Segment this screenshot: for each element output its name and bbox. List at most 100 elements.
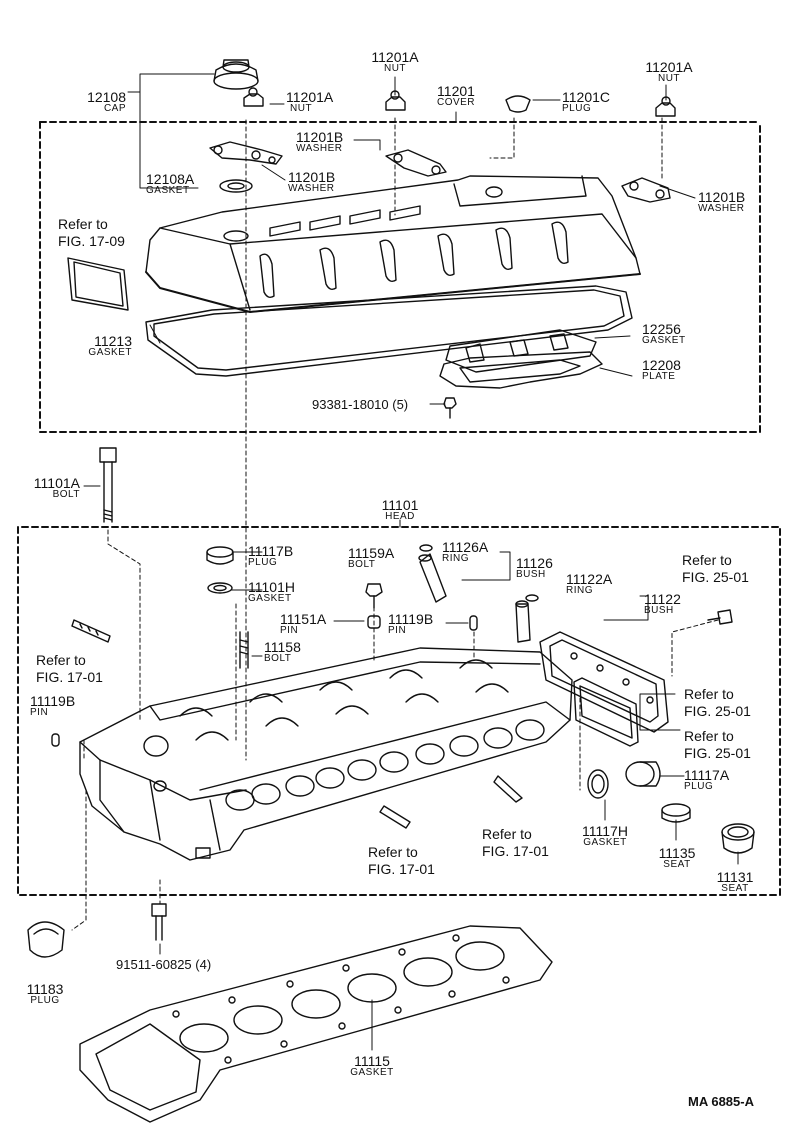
part-name: SEAT (721, 883, 749, 894)
side-gasket-fig-25-01 (573, 677, 639, 747)
leaders-cover (127, 73, 696, 405)
plug-11183 (27, 921, 65, 958)
part-number: 11119B (30, 693, 76, 709)
label-93381-18010: 93381-18010 (5) (312, 397, 409, 412)
gasket-holes (172, 934, 510, 1064)
part-name: WASHER (698, 203, 745, 214)
cylinder-head-cover-11201 (145, 175, 641, 313)
label-11126-bush: 11126 BUSH (516, 556, 553, 580)
ref-fig-25-01-mid: Refer to FIG. 25-01 (684, 686, 751, 720)
part-name: GASKET (583, 837, 627, 848)
label-11101h-gasket: 11101H GASKET (248, 580, 295, 604)
nut-11201a-right (655, 96, 676, 117)
ref-line-1: Refer to (684, 728, 734, 744)
head-group-box (17, 526, 781, 896)
plug-11201c (505, 95, 531, 113)
label-11151a-pin: 11151A PIN (280, 612, 326, 636)
ref-fig-17-01-left: Refer to FIG. 17-01 (36, 652, 103, 686)
label-11101-head: 11101 HEAD (370, 498, 430, 522)
ref-line-2: FIG. 17-01 (482, 843, 549, 859)
label-11201a-nut-mid: 11201A NUT (362, 50, 428, 74)
label-11159a-bolt: 11159A BOLT (348, 546, 394, 570)
ref-line-1: Refer to (368, 844, 418, 860)
ref-line-2: FIG. 17-01 (368, 861, 435, 877)
part-name: BOLT (264, 653, 292, 664)
cover-group-box (39, 121, 761, 433)
label-11201b-washer-right: 11201B WASHER (698, 190, 745, 214)
ref-fig-25-01-bottom: Refer to FIG. 25-01 (684, 728, 751, 762)
part-name: PIN (388, 625, 407, 636)
part-number: 11117A (684, 767, 730, 783)
label-11117b-plug: 11117B PLUG (248, 544, 293, 568)
part-number: 11201B (698, 189, 746, 205)
gasket-11117h (587, 769, 609, 799)
gasket-11101h (207, 582, 233, 594)
ref-line-2: FIG. 25-01 (682, 569, 749, 585)
leaders-head (83, 485, 739, 1051)
part-name: RING (566, 585, 593, 596)
label-11201c-plug: 11201C PLUG (562, 90, 610, 114)
seat-11135 (661, 803, 691, 823)
part-name: PLUG (684, 781, 714, 792)
part-name: WASHER (288, 183, 335, 194)
side-cover-fig-25-01 (539, 631, 669, 733)
pin-11151a (367, 615, 381, 629)
part-number: 12208 (642, 357, 681, 373)
washer-11201b-left (209, 141, 283, 165)
part-number: 11201B (296, 129, 344, 145)
leaders-cover-dashed (245, 117, 663, 761)
part-number: 11201A (645, 59, 693, 75)
bush-11122 (515, 600, 531, 643)
seat-11131 (721, 823, 755, 854)
bolt-11101a (99, 447, 117, 523)
label-11101a-bolt: 11101A BOLT (18, 476, 80, 500)
label-91511-60825: 91511-60825 (4) (116, 957, 212, 972)
label-11158-bolt: 11158 BOLT (264, 640, 301, 664)
part-number: 11135 (658, 845, 696, 861)
washer-11201b-right (621, 177, 671, 203)
part-number: 11201 (437, 83, 475, 99)
part-number: 11101H (248, 579, 295, 595)
ref-line-2: FIG. 25-01 (684, 745, 751, 761)
ref-fig-17-09: Refer to FIG. 17-09 (58, 216, 125, 250)
part-name: PIN (280, 625, 299, 636)
part-name: PLUG (248, 557, 278, 568)
washer-11201b-mid (385, 149, 447, 177)
part-name: NUT (383, 63, 407, 74)
part-name: GASKET (88, 347, 132, 358)
part-name: PIN (30, 707, 49, 718)
part-number: 11183 (26, 981, 64, 997)
ref-line-1: Refer to (58, 216, 108, 232)
pin-11119b (469, 615, 478, 631)
label-11201a-nut-right: 11201A NUT (636, 60, 702, 84)
part-number: 11131 (716, 869, 754, 885)
leaders-head-dashed (71, 529, 719, 931)
label-11201-cover: 11201 COVER (428, 84, 484, 108)
part-name: NUT (657, 73, 681, 84)
intake-ports (225, 719, 545, 811)
ref-fig-17-01-right: Refer to FIG. 17-01 (482, 826, 549, 860)
label-11117a-plug: 11117A PLUG (684, 768, 729, 792)
stud-mid-right (493, 775, 523, 803)
plate-12208 (439, 351, 603, 389)
gasket-11213 (145, 285, 633, 377)
cylinder-head-11101 (79, 647, 573, 861)
part-number: 11101A (33, 475, 80, 491)
ref-line-1: Refer to (684, 686, 734, 702)
label-11115-gasket: 11115 GASKET (340, 1054, 404, 1078)
part-name: SEAT (663, 859, 691, 870)
label-11201a-nut-left: 11201A NUT (286, 90, 333, 114)
part-number: 11151A (280, 611, 327, 627)
part-name: PLATE (642, 371, 676, 382)
pin-11119b-left (51, 733, 60, 747)
part-number: 11117H (582, 823, 628, 839)
part-name: WASHER (296, 143, 343, 154)
part-number: 11213 (94, 333, 132, 349)
part-number: 11201A (286, 89, 334, 105)
label-12108a-gasket: 12108A GASKET (146, 172, 194, 196)
ref-line-1: Refer to (682, 552, 732, 568)
part-name: GASKET (146, 185, 190, 196)
ref-line-2: FIG. 25-01 (684, 703, 751, 719)
label-12108-cap: 12108 CAP (64, 90, 126, 114)
